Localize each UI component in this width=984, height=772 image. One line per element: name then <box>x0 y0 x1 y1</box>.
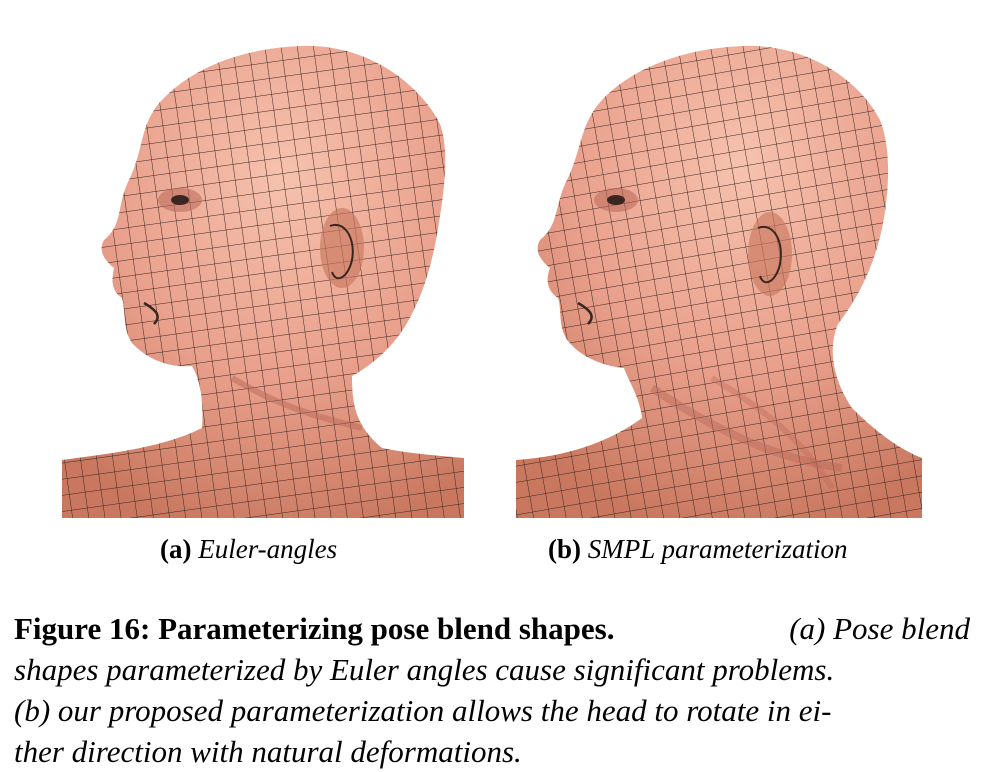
head-mesh-euler-icon <box>62 45 464 519</box>
caption-line-2: shapes parameterized by Euler angles cau… <box>14 652 835 687</box>
subcaption-text: Euler-angles <box>198 534 338 564</box>
caption-line-1: Figure 16: Parameterizing pose blend sha… <box>14 608 970 649</box>
figure-caption: Figure 16: Parameterizing pose blend sha… <box>14 608 970 772</box>
subcaption-a: (a) Euler-angles <box>160 533 337 565</box>
subcaption-text: SMPL parameterization <box>587 534 848 564</box>
panel-smpl-parameterization <box>512 28 932 520</box>
subcaption-tag: (b) <box>548 534 581 564</box>
caption-line-3: (b) our proposed parameterization allows… <box>14 693 832 728</box>
caption-label: Figure 16: Parameterizing pose blend sha… <box>14 611 615 646</box>
panel-euler-angles <box>52 28 472 520</box>
caption-text: (a) Pose blend <box>789 611 970 646</box>
head-mesh-smpl-icon <box>516 45 922 518</box>
subcaption-b: (b) SMPL parameterization <box>548 533 848 565</box>
subcaption-tag: (a) <box>160 534 192 564</box>
caption-line-4: ther direction with natural deformations… <box>14 734 522 769</box>
